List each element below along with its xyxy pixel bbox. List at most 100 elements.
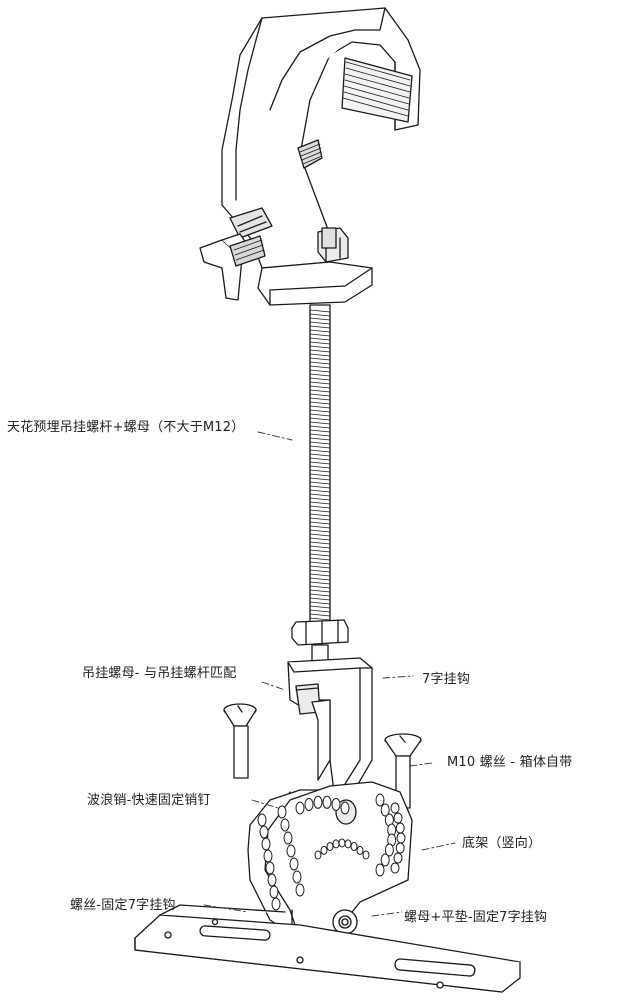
label-screw-fix: 螺丝-固定7字挂钩 <box>70 898 176 913</box>
thread-line <box>309 473 331 477</box>
thread-line <box>309 521 331 525</box>
thread-line <box>309 601 331 605</box>
thread-line <box>309 485 331 489</box>
thread-line <box>309 585 331 589</box>
frame-hole <box>280 818 290 832</box>
thread-line <box>309 377 331 381</box>
thread-line <box>309 389 331 393</box>
frame-hole <box>395 842 405 854</box>
frame-hole <box>344 839 352 849</box>
thread-line <box>309 397 331 401</box>
frame-hole <box>332 839 340 849</box>
frame-hole <box>257 813 267 827</box>
frame-hole <box>380 853 390 867</box>
thread-line <box>309 589 331 593</box>
frame-hole <box>283 831 293 845</box>
thread-line <box>309 441 331 445</box>
thread-line <box>309 429 331 433</box>
thread-line <box>309 433 331 437</box>
thread-line <box>309 509 331 513</box>
thread-line <box>309 605 331 609</box>
thread-line <box>309 373 331 377</box>
frame-hole <box>277 805 287 819</box>
thread-line <box>309 317 331 321</box>
thread-line <box>309 573 331 577</box>
frame-hole <box>314 850 322 860</box>
thread-line <box>309 545 331 549</box>
frame-hole <box>269 885 279 899</box>
thread-line <box>309 505 331 509</box>
thread-line <box>309 341 331 345</box>
thread-line <box>309 369 331 373</box>
thread-line <box>309 533 331 537</box>
m10-screw-right <box>384 733 422 809</box>
thread-line <box>309 529 331 533</box>
thread-line <box>309 385 331 389</box>
label-nut-washer: 螺母+平垫-固定7字挂钩 <box>404 910 548 925</box>
frame-hole <box>393 812 403 824</box>
thread-line <box>309 513 331 517</box>
frame-hole <box>384 843 394 857</box>
thread-line <box>309 349 331 353</box>
thread-line <box>309 581 331 585</box>
frame-hole <box>331 797 341 811</box>
thread-line <box>309 457 331 461</box>
thread-line <box>309 337 331 341</box>
label-seven-hook: 7字挂钩 <box>422 672 471 687</box>
label-wave-pin: 波浪销-快速固定销钉 <box>87 793 211 808</box>
threaded-rod <box>309 304 331 626</box>
thread-line <box>309 577 331 581</box>
frame-hole <box>292 870 302 884</box>
thread-line <box>309 561 331 565</box>
thread-line <box>309 453 331 457</box>
frame-hole <box>289 857 299 871</box>
frame-hole <box>261 837 271 851</box>
thread-line <box>309 569 331 573</box>
thread-line <box>309 489 331 493</box>
leader-lines <box>203 431 456 917</box>
thread-line <box>309 329 331 333</box>
frame-hole <box>375 863 385 877</box>
thread-line <box>309 313 331 317</box>
frame-hole <box>338 838 346 848</box>
frame-hole <box>340 801 350 815</box>
base-frame <box>247 781 413 965</box>
thread-line <box>309 501 331 505</box>
thread-line <box>309 493 331 497</box>
thread-line <box>309 537 331 541</box>
frame-hole <box>322 795 332 809</box>
thread-line <box>309 613 331 617</box>
thread-line <box>309 321 331 325</box>
frame-hole <box>375 793 385 807</box>
frame-hole <box>263 849 273 863</box>
frame-hole <box>320 845 328 855</box>
frame-hole <box>267 873 277 887</box>
label-base-vertical: 底架（竖向） <box>462 836 542 851</box>
label-hanging-nut: 吊挂螺母- 与吊挂螺杆匹配 <box>82 666 237 681</box>
frame-hole <box>304 797 314 811</box>
frame-hole <box>350 842 358 852</box>
thread-line <box>309 405 331 409</box>
frame-hole <box>286 844 296 858</box>
frame-hole <box>271 897 281 911</box>
thread-line <box>309 353 331 357</box>
frame-hole <box>326 842 334 852</box>
frame-hole <box>396 832 406 844</box>
thread-line <box>309 417 331 421</box>
thread-line <box>309 393 331 397</box>
frame-hole <box>390 802 400 814</box>
thread-line <box>309 469 331 473</box>
base-plate <box>134 904 521 993</box>
thread-line <box>309 445 331 449</box>
frame-hole <box>393 852 403 864</box>
thread-line <box>309 517 331 521</box>
thread-line <box>309 413 331 417</box>
thread-line <box>309 477 331 481</box>
frame-hole <box>380 803 390 817</box>
thread-line <box>309 597 331 601</box>
thread-line <box>309 481 331 485</box>
label-m10-screw: M10 螺丝 - 箱体自带 <box>447 755 573 770</box>
thread-line <box>309 381 331 385</box>
